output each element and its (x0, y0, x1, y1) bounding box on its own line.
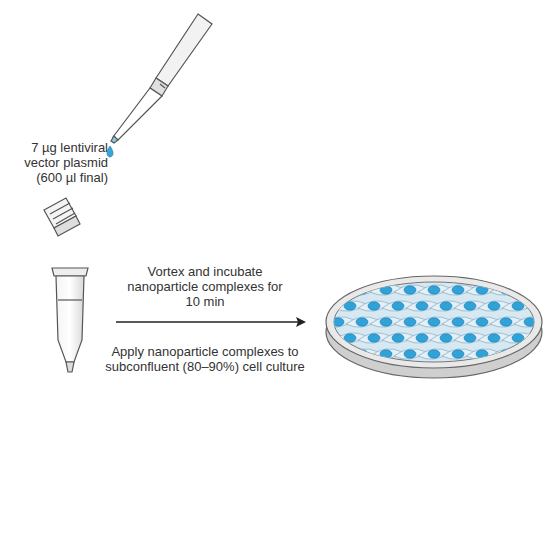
cell-body (322, 285, 354, 295)
cell-body (502, 301, 534, 311)
cell-nucleus (524, 286, 536, 294)
cell-nucleus (500, 318, 512, 326)
cell-nucleus (404, 350, 416, 358)
step-label: Apply nanoparticle complexes to subconfl… (96, 344, 314, 374)
step-label: Vortex and incubate nanoparticle complex… (126, 264, 284, 309)
cell-body (514, 285, 546, 295)
cell-nucleus (512, 334, 524, 342)
cell-nucleus (524, 350, 536, 358)
cell-nucleus (356, 350, 368, 358)
cell-nucleus (368, 334, 380, 342)
reagent-label: 7 µg lentiviral vector plasmid (600 µl f… (8, 140, 108, 185)
cell-nucleus (404, 286, 416, 294)
tube-cap (44, 198, 80, 236)
cell-body (490, 349, 522, 359)
cell-nucleus (428, 350, 440, 358)
cell-nucleus (512, 302, 524, 310)
cell-nucleus (380, 286, 392, 294)
cell-nucleus (428, 318, 440, 326)
cell-body (514, 317, 546, 327)
cell-body (346, 349, 378, 359)
cell-body (514, 349, 546, 359)
cell-nucleus (488, 302, 500, 310)
cell-nucleus (356, 318, 368, 326)
cell-nucleus (392, 302, 404, 310)
cell-nucleus (416, 334, 428, 342)
cell-nucleus (392, 334, 404, 342)
cell-nucleus (344, 334, 356, 342)
cell-nucleus (440, 334, 452, 342)
cell-nucleus (332, 318, 344, 326)
cell-nucleus (452, 350, 464, 358)
cell-nucleus (536, 334, 546, 342)
cell-nucleus (476, 350, 488, 358)
cell-nucleus (464, 334, 476, 342)
microtube (52, 268, 88, 372)
cell-nucleus (536, 302, 546, 310)
cell-body (526, 333, 546, 343)
culture-dish (322, 276, 546, 378)
process-arrow (116, 317, 306, 327)
cell-nucleus (332, 350, 344, 358)
cell-nucleus (464, 302, 476, 310)
cell-nucleus (476, 286, 488, 294)
cell-body (490, 285, 522, 295)
cell-nucleus (368, 302, 380, 310)
cell-nucleus (524, 318, 536, 326)
cell-body (322, 349, 354, 359)
cell-nucleus (452, 318, 464, 326)
cell-nucleus (500, 286, 512, 294)
cell-nucleus (356, 286, 368, 294)
cell-nucleus (452, 286, 464, 294)
cell-nucleus (440, 302, 452, 310)
cell-nucleus (380, 318, 392, 326)
cell-nucleus (344, 302, 356, 310)
cell-nucleus (332, 286, 344, 294)
cell-nucleus (476, 318, 488, 326)
pipette (111, 14, 212, 143)
cell-body (502, 333, 534, 343)
cell-nucleus (404, 318, 416, 326)
cell-body (526, 301, 546, 311)
cell-nucleus (428, 286, 440, 294)
cell-nucleus (416, 302, 428, 310)
cell-nucleus (500, 350, 512, 358)
cell-nucleus (488, 334, 500, 342)
cell-nucleus (380, 350, 392, 358)
